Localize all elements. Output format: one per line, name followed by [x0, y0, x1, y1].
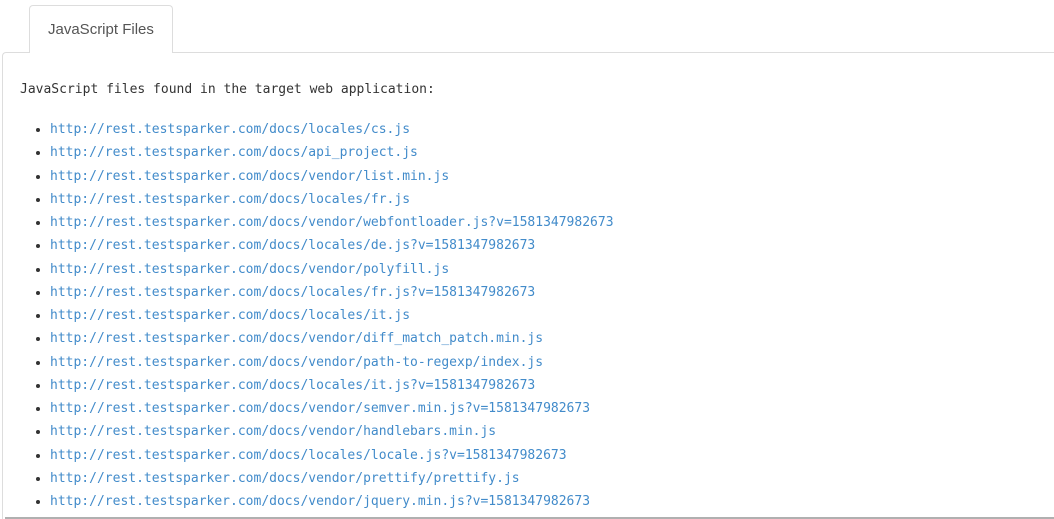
js-file-list-item: http://rest.testsparker.com/docs/vendor/…: [50, 420, 1044, 443]
js-file-link[interactable]: http://rest.testsparker.com/docs/locales…: [50, 377, 536, 393]
js-file-link[interactable]: http://rest.testsparker.com/docs/locales…: [50, 284, 536, 300]
js-file-list-item: http://rest.testsparker.com/docs/locales…: [50, 234, 1044, 257]
js-file-list-item: http://rest.testsparker.com/docs/vendor/…: [50, 467, 1044, 490]
js-file-list-item: http://rest.testsparker.com/docs/locales…: [50, 444, 1044, 467]
js-file-list-item: http://rest.testsparker.com/docs/vendor/…: [50, 165, 1044, 188]
js-file-list-item: http://rest.testsparker.com/docs/api_pro…: [50, 141, 1044, 164]
js-file-list-item: http://rest.testsparker.com/docs/locales…: [50, 304, 1044, 327]
js-file-list-item: http://rest.testsparker.com/docs/locales…: [50, 374, 1044, 397]
js-file-link[interactable]: http://rest.testsparker.com/docs/vendor/…: [50, 470, 520, 486]
js-file-list-item: http://rest.testsparker.com/docs/vendor/…: [50, 211, 1044, 234]
js-file-list-item: http://rest.testsparker.com/docs/vendor/…: [50, 327, 1044, 350]
js-file-link[interactable]: http://rest.testsparker.com/docs/vendor/…: [50, 424, 497, 440]
js-file-link[interactable]: http://rest.testsparker.com/docs/vendor/…: [50, 215, 614, 230]
js-file-link[interactable]: http://rest.testsparker.com/docs/vendor/…: [50, 401, 591, 416]
js-file-link[interactable]: http://rest.testsparker.com/docs/locales…: [50, 447, 567, 463]
js-file-link[interactable]: http://rest.testsparker.com/docs/vendor/…: [50, 261, 450, 277]
js-file-list-item: http://rest.testsparker.com/docs/vendor/…: [50, 490, 1044, 513]
js-file-list-item: http://rest.testsparker.com/docs/locales…: [50, 118, 1044, 141]
js-file-link[interactable]: http://rest.testsparker.com/docs/locales…: [50, 122, 411, 137]
js-file-list-item: http://rest.testsparker.com/docs/vendor/…: [50, 258, 1044, 281]
js-file-list-item: http://rest.testsparker.com/docs/locales…: [50, 281, 1044, 304]
js-file-list-item: http://rest.testsparker.com/docs/locales…: [50, 188, 1044, 211]
tab-javascript-files[interactable]: JavaScript Files: [29, 5, 173, 53]
panel-body: JavaScript files found in the target web…: [3, 53, 1054, 513]
js-file-link[interactable]: http://rest.testsparker.com/docs/vendor/…: [50, 354, 544, 370]
js-file-link[interactable]: http://rest.testsparker.com/docs/vendor/…: [50, 331, 544, 347]
js-file-list-item: http://rest.testsparker.com/docs/vendor/…: [50, 397, 1044, 420]
bottom-divider: [5, 517, 1054, 519]
js-file-link[interactable]: http://rest.testsparker.com/docs/locales…: [50, 191, 411, 207]
content-panel: JavaScript files found in the target web…: [2, 52, 1054, 519]
js-file-list: http://rest.testsparker.com/docs/locales…: [20, 118, 1044, 513]
js-file-link[interactable]: http://rest.testsparker.com/docs/locales…: [50, 238, 536, 254]
js-file-link[interactable]: http://rest.testsparker.com/docs/vendor/…: [50, 494, 591, 509]
js-file-link[interactable]: http://rest.testsparker.com/docs/api_pro…: [50, 145, 418, 161]
js-file-link[interactable]: http://rest.testsparker.com/docs/vendor/…: [50, 168, 450, 184]
intro-text: JavaScript files found in the target web…: [20, 82, 435, 97]
tab-label: JavaScript Files: [48, 21, 154, 38]
js-file-list-item: http://rest.testsparker.com/docs/vendor/…: [50, 351, 1044, 374]
js-file-link[interactable]: http://rest.testsparker.com/docs/locales…: [50, 308, 411, 323]
